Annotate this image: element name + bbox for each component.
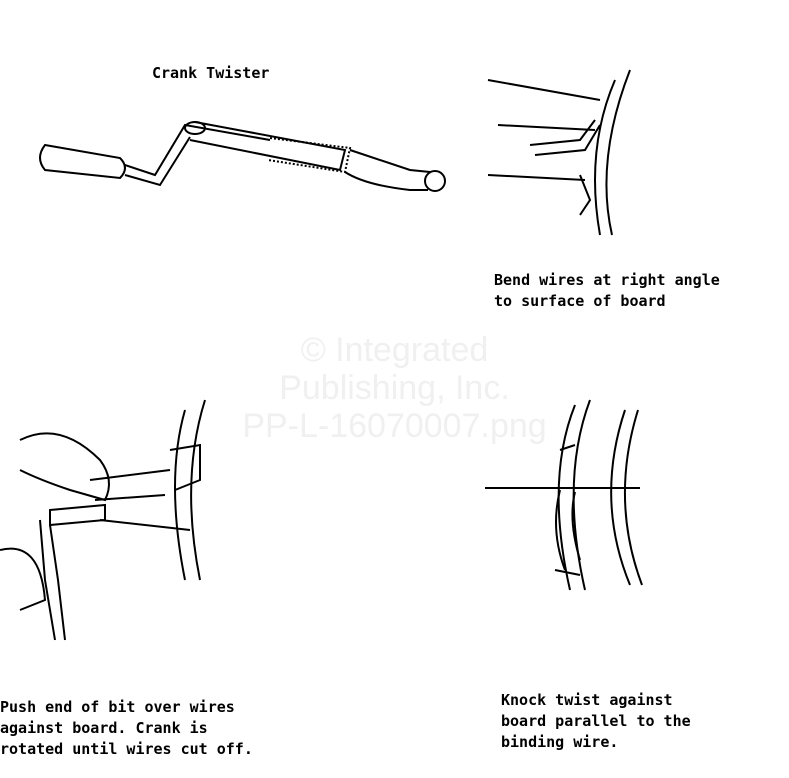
crank-twister-illustration [39, 121, 446, 192]
bend-wires-caption: Bend wires at right angle to surface of … [494, 271, 720, 310]
knock-twist-illustration [485, 399, 643, 591]
crank-twister-title: Crank Twister [152, 64, 270, 82]
push-bit-caption: Push end of bit over wires against board… [0, 698, 253, 758]
knock-twist-caption: Knock twist against board parallel to th… [501, 691, 691, 751]
watermark-line-2: Publishing, Inc. [279, 369, 510, 407]
bend-wires-illustration [487, 69, 631, 236]
push-bit-illustration [0, 399, 206, 641]
watermark-line-1: © Integrated [300, 331, 489, 369]
watermark-line-3: PP-L-16070007.png [242, 407, 547, 445]
